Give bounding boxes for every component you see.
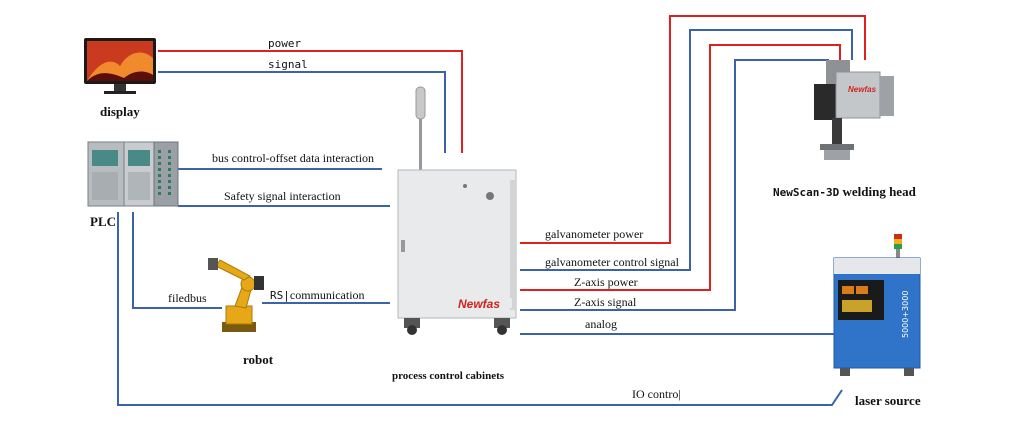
- galvo-signal-label: galvanometer control signal: [545, 255, 680, 269]
- z-power-label: Z-axis power: [574, 275, 638, 289]
- cabinet-logo: Newfas: [458, 297, 500, 311]
- laser-source-label: laser source: [855, 393, 921, 408]
- filedbus-label: filedbus: [168, 291, 207, 305]
- z-signal-line: [520, 59, 829, 311]
- rs-label: RS|communication: [270, 288, 365, 302]
- galvo-power-label: galvanometer power: [545, 227, 643, 241]
- plc-label: PLC: [90, 214, 116, 229]
- process-control-cabinet: Newfas process control cabinets: [392, 86, 517, 382]
- laser-source: 5000+3000 laser source: [833, 234, 921, 408]
- galvo-power-line: [520, 15, 866, 244]
- power-label: power: [268, 37, 301, 50]
- display-label: display: [100, 104, 140, 119]
- robot-label: robot: [243, 352, 274, 367]
- analog-label: analog: [585, 317, 617, 331]
- welding-head-label: NewScan-3D welding head: [773, 184, 917, 199]
- connection-labels: power signal bus control-offset data int…: [168, 37, 681, 401]
- galvo-signal-line: [520, 29, 853, 271]
- plc-unit: PLC: [87, 141, 179, 229]
- head-logo: Newfas: [848, 85, 877, 94]
- bus-label: bus control-offset data interaction: [212, 151, 374, 165]
- robot-arm: robot: [208, 258, 274, 367]
- laser-model: 5000+3000: [901, 291, 910, 338]
- display-monitor: display: [84, 38, 156, 119]
- welding-head: Newfas NewScan-3D welding head: [773, 60, 917, 199]
- io-control-line: [117, 212, 843, 406]
- z-power-line: [520, 44, 841, 291]
- z-signal-label: Z-axis signal: [574, 295, 637, 309]
- plc-filedbus-line: [132, 212, 222, 309]
- safety-label: Safety signal interaction: [224, 189, 341, 203]
- signal-label: signal: [268, 58, 308, 71]
- io-control-label: IO contro|: [632, 387, 681, 401]
- display-power-line: [158, 50, 463, 153]
- display-signal-line: [158, 71, 446, 153]
- cabinet-label: process control cabinets: [392, 370, 505, 382]
